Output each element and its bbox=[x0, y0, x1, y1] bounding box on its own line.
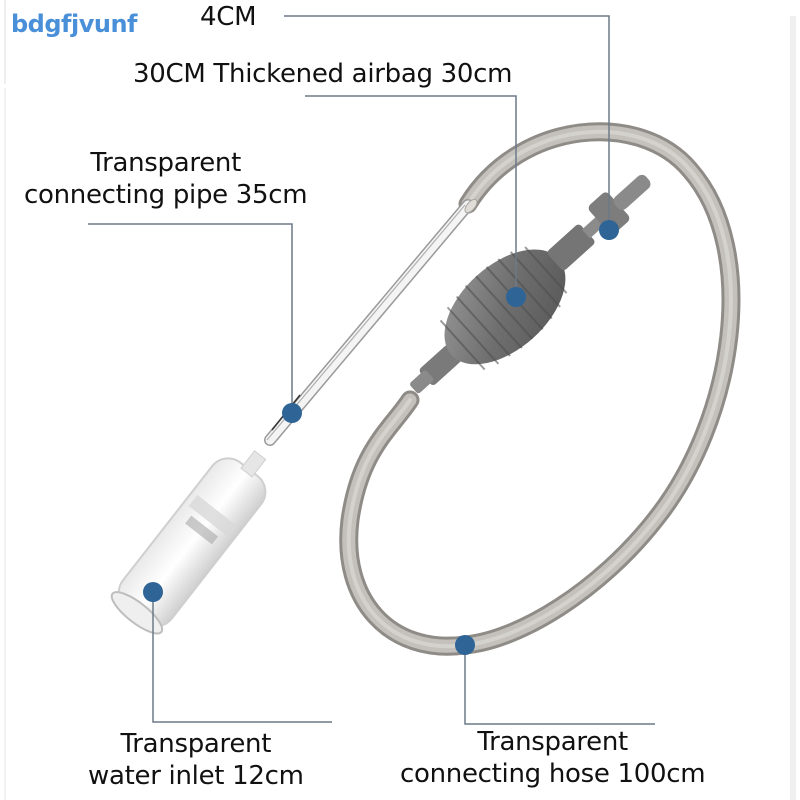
leader-line-airbag bbox=[305, 95, 517, 296]
left-edge-strip bbox=[4, 0, 6, 84]
leader-line-inlet bbox=[152, 592, 332, 723]
label-hose-line2: connecting hose 100cm bbox=[400, 759, 706, 789]
left-edge-strip bbox=[4, 88, 6, 800]
label-inlet-line1: Transparent bbox=[120, 729, 272, 759]
label-hose-line1: Transparent bbox=[477, 727, 628, 757]
label-valve-text: 4CM bbox=[200, 2, 257, 32]
label-pipe-line2: connecting pipe 35cm bbox=[24, 180, 308, 210]
label-inlet-line2: water inlet 12cm bbox=[88, 761, 304, 791]
leader-line-hose bbox=[464, 647, 655, 725]
right-edge-strip bbox=[790, 16, 796, 800]
label-valve: 4CM bbox=[200, 1, 257, 33]
label-inlet: Transparent water inlet 12cm bbox=[88, 728, 304, 792]
marker-dot-hose bbox=[455, 635, 475, 655]
label-pipe: Transparent connecting pipe 35cm bbox=[24, 147, 308, 211]
marker-dot-valve bbox=[599, 220, 619, 240]
marker-dots bbox=[143, 220, 619, 655]
brand-watermark: bdgfjvunf bbox=[11, 10, 137, 38]
marker-dot-inlet bbox=[143, 582, 163, 602]
label-hose: Transparent connecting hose 100cm bbox=[400, 726, 706, 790]
airbag-pump bbox=[410, 174, 651, 394]
connecting-pipe bbox=[264, 198, 478, 446]
leader-line-pipe bbox=[88, 223, 293, 412]
leader-lines bbox=[88, 15, 655, 725]
label-pipe-line1: Transparent bbox=[90, 148, 241, 178]
marker-dot-airbag bbox=[506, 287, 526, 307]
label-airbag-text: 30CM Thickened airbag 30cm bbox=[133, 59, 513, 89]
connecting-hose bbox=[339, 122, 741, 656]
marker-dot-pipe bbox=[282, 403, 302, 423]
label-airbag: 30CM Thickened airbag 30cm bbox=[133, 58, 512, 90]
water-inlet bbox=[110, 450, 267, 635]
leader-line-valve bbox=[284, 15, 610, 228]
